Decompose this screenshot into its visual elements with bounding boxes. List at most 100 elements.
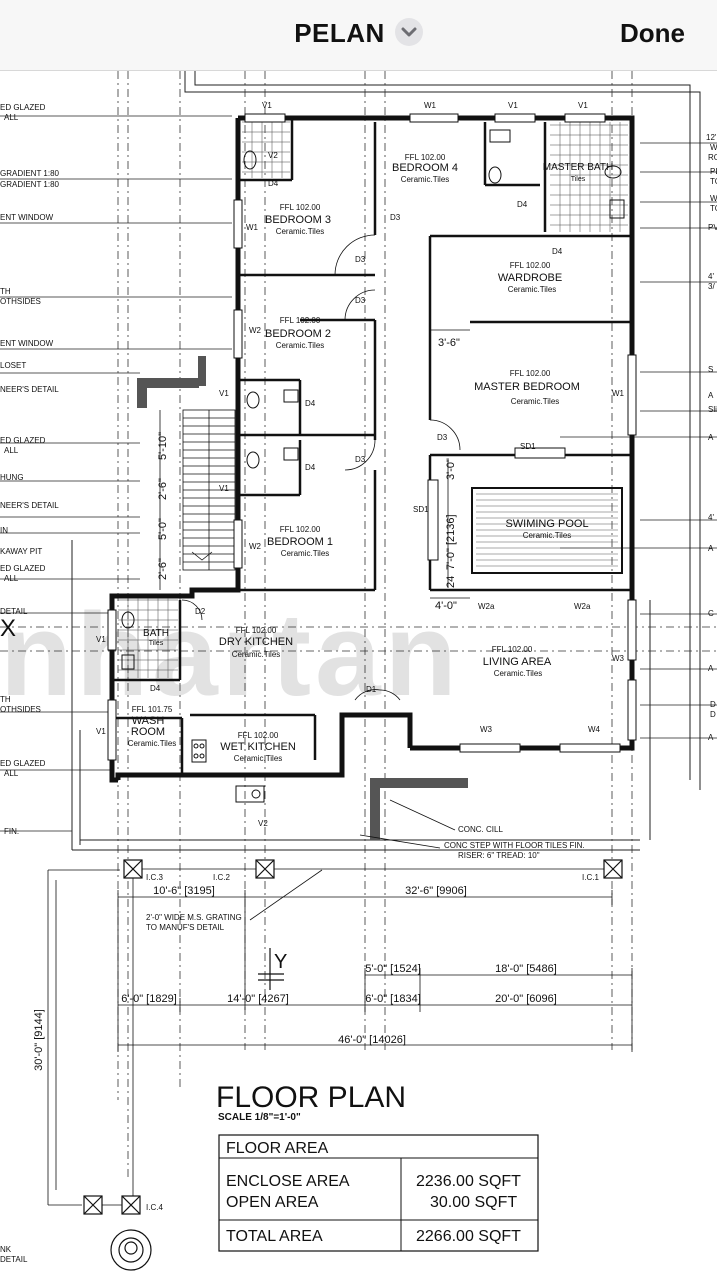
window-tag: W3 bbox=[480, 725, 493, 734]
table-cell: 30.00 SQFT bbox=[430, 1194, 517, 1211]
room-name: DRY KITCHEN bbox=[219, 636, 293, 648]
window-tag: V2 bbox=[258, 819, 268, 828]
note: D bbox=[710, 700, 716, 709]
note: ED GLAZED bbox=[0, 759, 46, 768]
grating-label: TO MANUF'S DETAIL bbox=[146, 923, 225, 932]
leader-lines bbox=[47, 799, 456, 1206]
room-labels: FFL 102.00 BEDROOM 4 Ceramic.Tiles FFL 1… bbox=[128, 153, 614, 763]
note: NK bbox=[0, 1245, 12, 1254]
note: Sli bbox=[708, 405, 717, 414]
door-tag: D4 bbox=[305, 463, 316, 472]
note: ALL bbox=[4, 574, 19, 583]
finish-label: Ceramic.Tiles bbox=[128, 739, 177, 748]
note: ED GLAZED bbox=[0, 103, 46, 112]
door-swings bbox=[181, 234, 461, 701]
room-name: MASTER BEDROOM bbox=[474, 381, 580, 393]
note: A bbox=[708, 664, 714, 673]
floor-area-table: FLOOR AREA ENCLOSE AREA OPEN AREA 2236.0… bbox=[218, 1134, 539, 1252]
ffl-label: FFL 102.00 bbox=[280, 316, 321, 325]
boundary-lines bbox=[71, 71, 701, 851]
dim-text: 30'-0" [9144] bbox=[33, 1009, 45, 1071]
ffl-label: FFL 102.00 bbox=[238, 731, 279, 740]
note: A bbox=[708, 433, 714, 442]
dimension-chains bbox=[55, 880, 633, 1190]
door-tag: D4 bbox=[305, 399, 316, 408]
ic-label: I.C.2 bbox=[213, 873, 230, 882]
garden-wall bbox=[137, 356, 468, 840]
window-tag: W3 bbox=[612, 654, 625, 663]
finish-label: Ceramic.Tiles bbox=[401, 175, 450, 184]
table-cell: ENCLOSE AREA bbox=[226, 1173, 350, 1190]
room-name: WASH bbox=[132, 715, 165, 727]
window-tag: W2 bbox=[249, 542, 262, 551]
done-button[interactable]: Done bbox=[620, 18, 685, 48]
note: 3/ bbox=[708, 282, 715, 291]
note: ALL bbox=[4, 769, 19, 778]
note: TH bbox=[0, 287, 11, 296]
room-name: MASTER BATH bbox=[543, 162, 613, 173]
note: C bbox=[708, 609, 714, 618]
room-name: WARDROBE bbox=[498, 272, 562, 284]
dimension-texts: 10'-6" [3195] 32'-6" [9906] 5'-0" [1524]… bbox=[33, 885, 557, 1071]
misc-labels: CONC. CILL CONC STEP WITH FLOOR TILES FI… bbox=[0, 825, 599, 1264]
note: LOSET bbox=[0, 361, 26, 370]
door-tags: D3 D3 D3 D3 D3 D4 D4 D4 D4 D2 D1 D4 D4 bbox=[150, 179, 563, 694]
left-annotations: ED GLAZED ALL GRADIENT 1:80 GRADIENT 1:8… bbox=[0, 103, 60, 836]
window-tag: V1 bbox=[219, 389, 229, 398]
floor-plan-drawing: nhartan bbox=[0, 71, 717, 1271]
window-tag: V1 bbox=[96, 727, 106, 736]
door-tag: D3 bbox=[437, 433, 448, 442]
title-dropdown[interactable]: PELAN bbox=[0, 18, 717, 49]
window-openings bbox=[107, 113, 637, 761]
ffl-label: FFL 102.00 bbox=[492, 645, 533, 654]
note: 4' bbox=[708, 272, 714, 281]
dim-text: 2'-6" bbox=[157, 558, 169, 580]
finish-label: Ceramic.Tiles bbox=[276, 341, 325, 350]
note: TO bbox=[710, 204, 717, 213]
dim-text: 5'-10" bbox=[157, 432, 169, 460]
note: TO bbox=[710, 177, 717, 186]
dim-text: 7'-0" [2136] bbox=[445, 514, 457, 570]
chevron-down-icon[interactable] bbox=[394, 18, 423, 47]
note: A bbox=[708, 733, 714, 742]
note: GRADIENT 1:80 bbox=[0, 180, 60, 189]
floor-plan-document[interactable]: nhartan bbox=[0, 71, 717, 1280]
ffl-label: FFL 102.00 bbox=[236, 626, 277, 635]
left-leader-lines bbox=[0, 115, 232, 832]
pipe-lines bbox=[102, 868, 604, 1206]
door-tag: D3 bbox=[355, 255, 366, 264]
ffl-label: FFL 102.00 bbox=[510, 369, 551, 378]
window-tag: SD1 bbox=[520, 442, 536, 451]
fixtures bbox=[121, 129, 625, 803]
finish-label: Ceramic.Tiles bbox=[523, 531, 572, 540]
axis-y-marker bbox=[258, 948, 284, 990]
window-tag: V1 bbox=[578, 101, 588, 110]
door-tag: D4 bbox=[517, 200, 528, 209]
note: W bbox=[710, 194, 717, 203]
window-tag: W4 bbox=[588, 725, 601, 734]
note: IN bbox=[0, 526, 8, 535]
note: D bbox=[710, 710, 716, 719]
finish-label: Ceramic.Tiles bbox=[281, 549, 330, 558]
door-tag: D4 bbox=[150, 684, 161, 693]
finish-label: Ceramic.Tiles bbox=[508, 285, 557, 294]
room-name: BEDROOM 2 bbox=[265, 328, 331, 340]
note: ENT WINDOW bbox=[0, 339, 54, 348]
door-tag: D3 bbox=[355, 296, 366, 305]
watermark-text: nhartan bbox=[0, 589, 461, 721]
room-name: BEDROOM 4 bbox=[392, 162, 458, 174]
dim-text: 2'-6" bbox=[157, 478, 169, 500]
ic-label: I.C.1 bbox=[582, 873, 599, 882]
nav-title: PELAN bbox=[294, 18, 385, 48]
dim-text: 5'-0" [1524] bbox=[365, 963, 421, 975]
dim-text: 20'-0" [6096] bbox=[495, 993, 557, 1005]
door-tag: D4 bbox=[268, 179, 279, 188]
window-tag: W1 bbox=[612, 389, 625, 398]
dim-text: 3'-6" bbox=[438, 337, 460, 349]
note: RO bbox=[708, 153, 717, 162]
note: 12' bbox=[706, 133, 717, 142]
right-leader-lines bbox=[560, 142, 717, 739]
note: A bbox=[708, 544, 714, 553]
window-tag: W1 bbox=[246, 223, 259, 232]
finish-label: Ceramic.Tiles bbox=[494, 669, 543, 678]
